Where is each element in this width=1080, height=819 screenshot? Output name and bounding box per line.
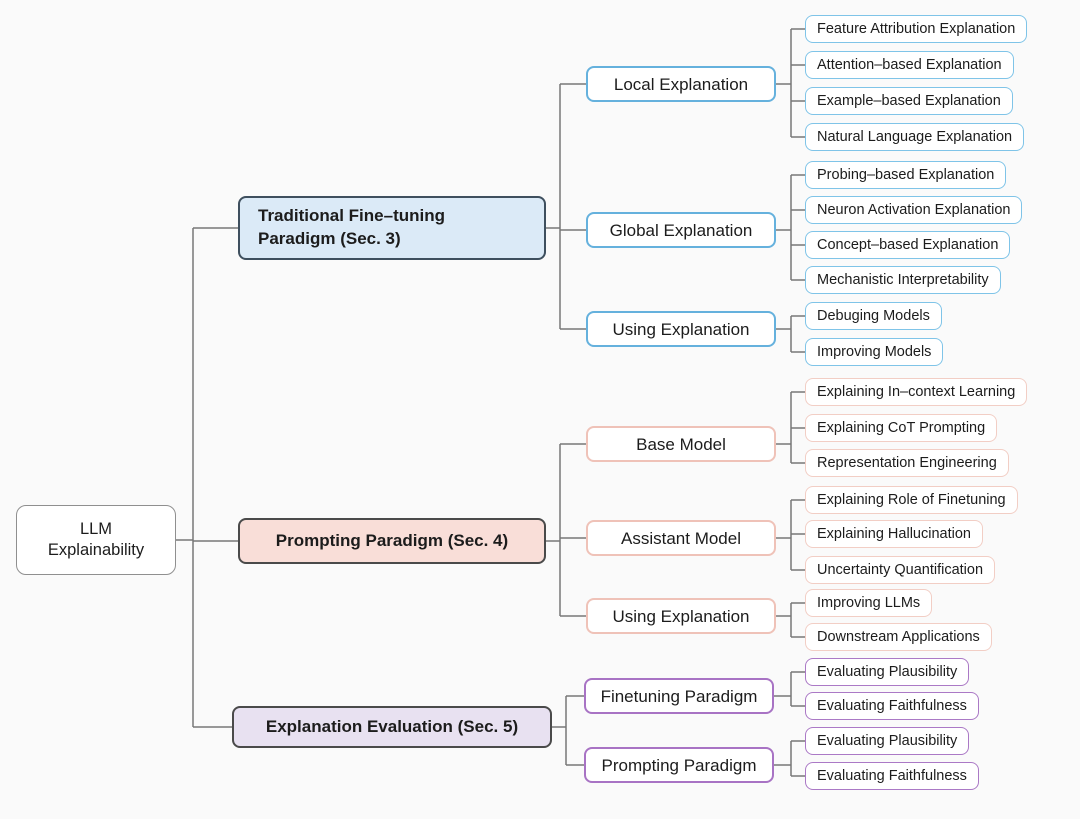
- root-node-llm-explainability: LLM Explainability: [16, 505, 176, 575]
- branch-label: Traditional Fine–tuning Paradigm (Sec. 3…: [258, 206, 445, 248]
- leaf-label: Probing–based Explanation: [817, 166, 995, 183]
- leaf-evaluating-faithfulness-finetuning: Evaluating Faithfulness: [805, 692, 979, 720]
- node-label: Base Model: [636, 434, 726, 454]
- leaf-neuron-activation-explanation: Neuron Activation Explanation: [805, 196, 1023, 224]
- branch-prompting-paradigm: Prompting Paradigm (Sec. 4): [238, 518, 546, 564]
- leaf-concept-based-explanation: Concept–based Explanation: [805, 231, 1011, 259]
- leaf-label: Evaluating Faithfulness: [817, 767, 967, 784]
- node-prompting-paradigm: Prompting Paradigm: [584, 747, 774, 783]
- node-using-explanation-prompting: Using Explanation: [586, 598, 776, 634]
- leaf-label: Explaining CoT Prompting: [817, 419, 986, 436]
- root-label: LLM Explainability: [47, 519, 145, 559]
- leaf-feature-attribution-explanation: Feature Attribution Explanation: [805, 15, 1028, 43]
- leaf-label: Debuging Models: [817, 307, 930, 324]
- leaf-mechanistic-interpretability: Mechanistic Interpretability: [805, 266, 1001, 294]
- leaf-label: Evaluating Plausibility: [817, 663, 958, 680]
- leaf-label: Example–based Explanation: [817, 92, 1001, 109]
- node-label: Using Explanation: [612, 319, 750, 339]
- leaf-debugging-models: Debuging Models: [805, 302, 942, 330]
- leaf-label: Concept–based Explanation: [817, 236, 999, 253]
- leaf-evaluating-plausibility-prompting: Evaluating Plausibility: [805, 727, 970, 755]
- node-label: Assistant Model: [621, 528, 741, 548]
- node-label: Global Explanation: [609, 220, 753, 240]
- branch-label: Explanation Evaluation (Sec. 5): [265, 717, 519, 736]
- leaf-label: Evaluating Faithfulness: [817, 697, 967, 714]
- leaf-downstream-applications: Downstream Applications: [805, 623, 992, 651]
- node-label: Using Explanation: [612, 606, 750, 626]
- leaf-label: Neuron Activation Explanation: [817, 201, 1011, 218]
- node-label: Finetuning Paradigm: [600, 686, 758, 706]
- branch-label: Prompting Paradigm (Sec. 4): [275, 531, 509, 550]
- leaf-label: Improving LLMs: [817, 594, 921, 611]
- leaf-label: Downstream Applications: [817, 628, 980, 645]
- leaf-example-based-explanation: Example–based Explanation: [805, 87, 1013, 115]
- node-using-explanation-finetuning: Using Explanation: [586, 311, 776, 347]
- node-assistant-model: Assistant Model: [586, 520, 776, 556]
- leaf-label: Evaluating Plausibility: [817, 732, 958, 749]
- leaf-improving-llms: Improving LLMs: [805, 589, 933, 617]
- leaf-label: Feature Attribution Explanation: [817, 20, 1016, 37]
- leaf-attention-based-explanation: Attention–based Explanation: [805, 51, 1014, 79]
- node-global-explanation: Global Explanation: [586, 212, 776, 248]
- node-finetuning-paradigm: Finetuning Paradigm: [584, 678, 774, 714]
- leaf-label: Mechanistic Interpretability: [817, 271, 989, 288]
- leaf-explaining-cot-prompting: Explaining CoT Prompting: [805, 414, 998, 442]
- leaf-label: Uncertainty Quantification: [817, 561, 984, 578]
- branch-explanation-evaluation: Explanation Evaluation (Sec. 5): [232, 706, 552, 748]
- leaf-explaining-in-context-learning: Explaining In–context Learning: [805, 378, 1028, 406]
- leaf-explaining-hallucination: Explaining Hallucination: [805, 520, 983, 548]
- leaf-representation-engineering: Representation Engineering: [805, 449, 1009, 477]
- leaf-label: Natural Language Explanation: [817, 128, 1013, 145]
- leaf-improving-models: Improving Models: [805, 338, 944, 366]
- leaf-label: Representation Engineering: [817, 454, 997, 471]
- node-label: Prompting Paradigm: [601, 755, 757, 775]
- leaf-evaluating-plausibility-finetuning: Evaluating Plausibility: [805, 658, 970, 686]
- leaf-probing-based-explanation: Probing–based Explanation: [805, 161, 1007, 189]
- leaf-label: Attention–based Explanation: [817, 56, 1002, 73]
- branch-traditional-finetuning-paradigm: Traditional Fine–tuning Paradigm (Sec. 3…: [238, 196, 546, 260]
- leaf-explaining-role-of-finetuning: Explaining Role of Finetuning: [805, 486, 1018, 514]
- node-local-explanation: Local Explanation: [586, 66, 776, 102]
- leaf-uncertainty-quantification: Uncertainty Quantification: [805, 556, 996, 584]
- node-base-model: Base Model: [586, 426, 776, 462]
- node-label: Local Explanation: [613, 74, 749, 94]
- leaf-natural-language-explanation: Natural Language Explanation: [805, 123, 1025, 151]
- leaf-label: Explaining Role of Finetuning: [817, 491, 1006, 508]
- leaf-label: Explaining In–context Learning: [817, 383, 1016, 400]
- leaf-label: Explaining Hallucination: [817, 525, 971, 542]
- leaf-label: Improving Models: [817, 343, 932, 360]
- leaf-evaluating-faithfulness-prompting: Evaluating Faithfulness: [805, 762, 979, 790]
